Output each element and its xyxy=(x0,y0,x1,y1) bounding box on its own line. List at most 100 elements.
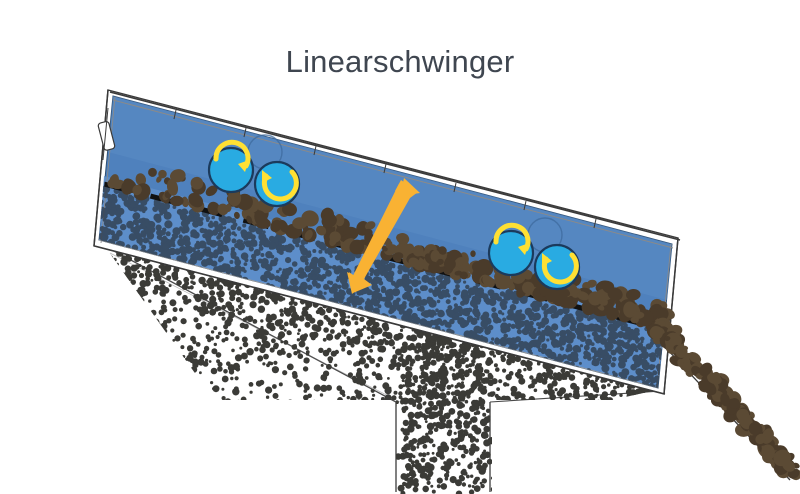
fine-particle xyxy=(242,453,246,457)
fine-particle xyxy=(624,436,633,444)
fine-particle xyxy=(146,239,150,243)
fine-particle xyxy=(452,368,456,372)
fine-particle xyxy=(199,371,202,375)
fine-particle xyxy=(265,386,273,394)
fine-particle xyxy=(192,222,196,226)
fine-particle xyxy=(370,334,375,339)
fine-particle xyxy=(172,307,178,313)
fine-particle xyxy=(430,484,434,488)
fine-particle xyxy=(633,376,639,382)
fine-particle xyxy=(523,425,528,431)
fine-particle xyxy=(101,262,106,266)
fine-particle xyxy=(323,283,330,290)
fine-particle xyxy=(346,336,351,341)
fine-particle xyxy=(230,224,237,231)
fine-particle xyxy=(243,241,247,245)
fine-particle xyxy=(416,403,423,410)
fine-particle xyxy=(458,368,465,376)
fine-particle xyxy=(655,364,661,369)
fine-particle xyxy=(249,259,254,263)
fine-particle xyxy=(430,320,435,326)
fine-particle xyxy=(532,404,536,408)
fine-particle xyxy=(547,389,555,397)
fine-particle xyxy=(160,337,165,341)
fine-particle xyxy=(584,432,589,437)
fine-particle xyxy=(129,327,136,334)
fine-particle xyxy=(466,394,471,399)
fine-particle xyxy=(136,429,144,436)
fine-particle xyxy=(543,328,548,334)
fine-particle xyxy=(121,195,128,202)
fine-particle xyxy=(291,344,298,350)
fine-particle xyxy=(670,377,677,384)
fine-particle xyxy=(206,238,213,246)
fine-particle xyxy=(100,271,105,276)
fine-particle xyxy=(500,417,506,423)
fine-particle xyxy=(327,405,333,412)
fine-particle xyxy=(571,435,575,439)
fine-particle xyxy=(205,358,209,362)
fine-particle xyxy=(446,323,452,328)
fine-particle xyxy=(323,370,330,377)
fine-particle xyxy=(148,299,152,303)
fine-particle xyxy=(633,432,638,438)
fine-particle xyxy=(210,381,214,385)
fine-particle xyxy=(150,366,157,373)
fine-particle xyxy=(366,326,372,332)
fine-particle xyxy=(401,341,408,348)
fine-particle xyxy=(481,372,485,377)
fine-particle xyxy=(193,294,198,299)
fine-particle xyxy=(463,280,467,284)
fine-particle xyxy=(643,427,648,433)
fine-particle xyxy=(601,391,609,398)
fine-particle xyxy=(102,207,110,215)
fine-particle xyxy=(294,315,300,321)
fine-particle xyxy=(109,353,115,359)
fine-particle xyxy=(442,464,450,472)
fine-particle xyxy=(533,342,537,346)
fine-particle xyxy=(373,385,377,389)
fine-particle xyxy=(347,452,352,456)
fine-particle xyxy=(645,437,651,443)
fine-particle xyxy=(177,394,184,401)
fine-particle xyxy=(537,447,541,451)
fine-particle xyxy=(335,438,339,442)
fine-particle xyxy=(583,380,589,387)
fine-particle xyxy=(595,389,599,393)
fine-particle xyxy=(437,383,444,390)
fine-particle xyxy=(455,479,462,487)
fine-particle xyxy=(411,454,415,458)
fine-particle xyxy=(623,401,629,406)
fine-particle xyxy=(166,342,174,349)
fine-particle xyxy=(663,445,666,452)
fine-particle xyxy=(385,293,391,299)
fine-particle xyxy=(451,342,457,348)
fine-particle xyxy=(597,347,603,353)
fine-particle xyxy=(612,370,616,375)
fine-particle xyxy=(304,261,309,266)
fine-particle xyxy=(336,432,340,436)
fine-particle xyxy=(457,433,463,438)
fine-particle xyxy=(620,374,625,379)
fine-particle xyxy=(236,419,242,425)
fine-particle xyxy=(601,384,607,390)
fine-particle xyxy=(546,338,550,342)
fine-particle xyxy=(629,403,636,409)
fine-particle xyxy=(299,300,304,304)
fine-particle xyxy=(262,340,270,348)
fine-particle xyxy=(635,447,641,453)
fine-particle xyxy=(269,347,275,353)
fine-particle xyxy=(607,420,615,428)
fine-particle xyxy=(623,433,631,441)
fine-particle xyxy=(139,242,143,246)
fine-particle xyxy=(152,268,160,275)
fine-particle xyxy=(325,248,331,254)
fine-particle xyxy=(151,328,159,336)
fine-particle xyxy=(323,351,329,357)
fine-particle xyxy=(209,308,217,316)
fine-particle xyxy=(479,453,487,460)
fine-particle xyxy=(411,463,416,468)
fine-particle xyxy=(489,391,495,398)
fine-particle xyxy=(163,211,172,220)
fine-particle xyxy=(262,420,268,426)
